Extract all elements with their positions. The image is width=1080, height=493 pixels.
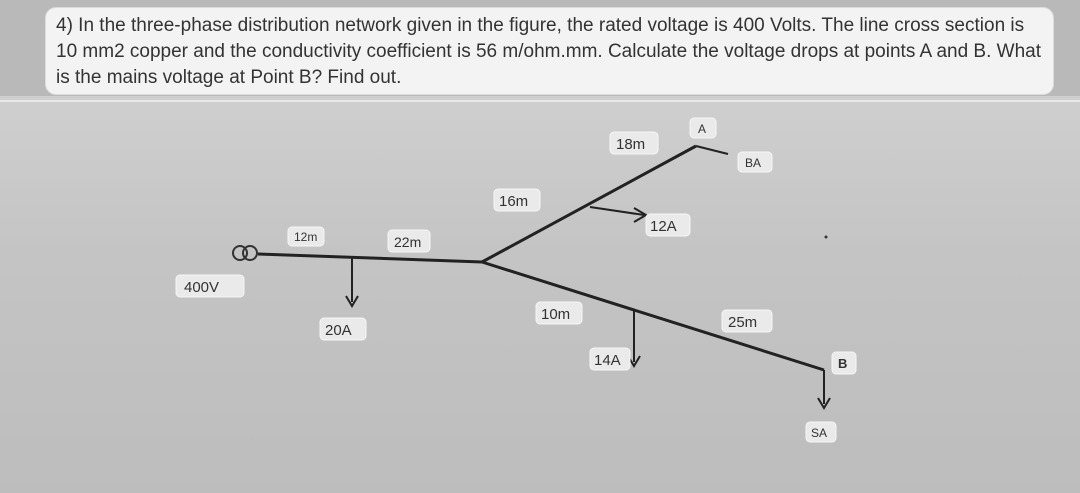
segment-22m-label: 22m [394, 234, 421, 250]
upper-branch-line [481, 144, 697, 264]
segment-18m-label: 18m [616, 136, 645, 153]
segment-25m-label: 25m [728, 314, 757, 331]
question-box: 4) In the three-phase distribution netwo… [46, 8, 1053, 94]
question-text: 4) In the three-phase distribution netwo… [56, 15, 1042, 88]
load-20a-label: 20A [325, 322, 352, 339]
load-b-arrow-icon [817, 370, 831, 410]
upper-branch-tail [695, 145, 729, 155]
stray-dot [824, 235, 828, 239]
source-voltage-label: 400V [184, 279, 219, 296]
separator-line [0, 100, 1080, 102]
segment-16m-label: 16m [499, 193, 528, 210]
load-14a-label: 14A [594, 352, 621, 369]
segment-12m-label: 12m [294, 230, 317, 244]
main-feeder-line [257, 252, 483, 264]
point-a-label: A [698, 122, 706, 136]
load-b-label: SA [811, 426, 827, 440]
segment-10m-label: 10m [541, 306, 570, 323]
source-transformer-icon [232, 245, 258, 261]
load-12a-arrow-icon [589, 206, 648, 223]
lower-branch-line [481, 260, 825, 372]
point-b-label: B [838, 356, 847, 371]
load-20a-arrow-icon [345, 258, 359, 308]
point-ba-label: BA [745, 156, 761, 170]
load-12a-label: 12A [650, 218, 677, 235]
